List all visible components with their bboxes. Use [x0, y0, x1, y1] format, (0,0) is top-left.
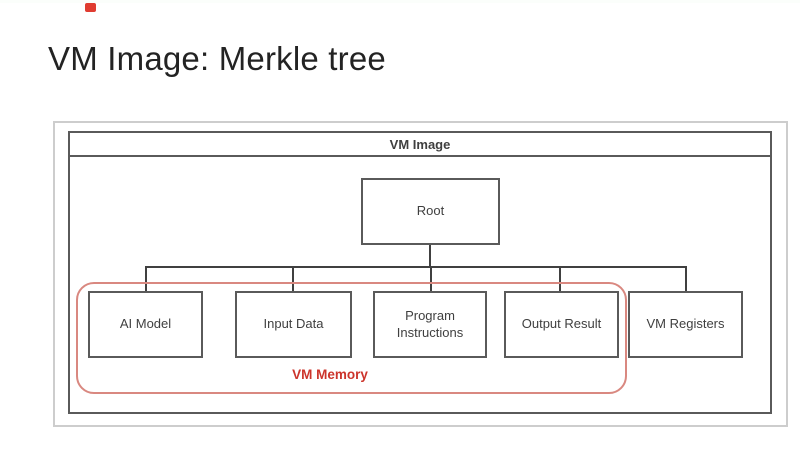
node-program-instructions: Program Instructions [373, 291, 487, 358]
connector-drop-input-data [292, 267, 294, 292]
slide-title: VM Image: Merkle tree [48, 40, 386, 77]
connector-root-stem [429, 243, 431, 267]
node-input-data: Input Data [235, 291, 352, 358]
red-square-marker-icon [85, 3, 96, 12]
node-output-result: Output Result [504, 291, 619, 358]
node-vm-registers: VM Registers [628, 291, 743, 358]
vm-image-label: VM Image [70, 133, 770, 157]
vm-memory-label: VM Memory [292, 367, 368, 382]
connector-drop-ai-model [145, 267, 147, 292]
connector-drop-output-result [559, 267, 561, 292]
connector-horizontal-bus [145, 266, 687, 268]
vm-memory-group-outline [76, 282, 627, 394]
node-root: Root [361, 178, 500, 245]
node-ai-model: AI Model [88, 291, 203, 358]
top-edge-band [0, 0, 800, 3]
connector-drop-program-instructions [430, 267, 432, 292]
connector-drop-vm-registers [685, 267, 687, 292]
